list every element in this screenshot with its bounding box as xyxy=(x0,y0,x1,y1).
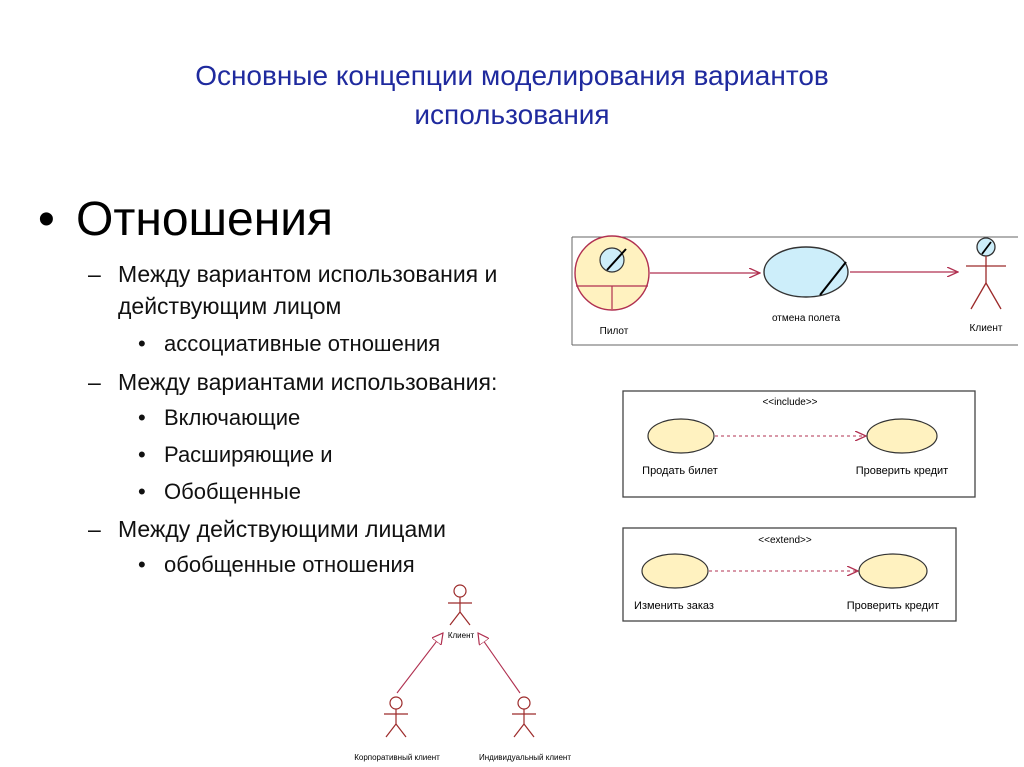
item-1-line-2: действующим лицом xyxy=(118,293,342,319)
sell-ticket-label: Продать билет xyxy=(642,465,718,477)
check-credit-label: Проверить кредит xyxy=(856,465,948,477)
page-title-line-2: использования xyxy=(414,99,610,130)
parent-client-label: Клиент xyxy=(448,631,475,640)
association-diagram: Пилот отмена полета Клиент xyxy=(571,235,1018,346)
bullet-marker: • xyxy=(138,405,146,430)
include-stereotype: <<include>> xyxy=(762,397,817,408)
item-1-sub-1: ассоциативные отношения xyxy=(164,331,441,356)
change-order-label: Изменить заказ xyxy=(634,600,714,612)
generalization-arrow-left xyxy=(396,633,443,694)
dash-marker: – xyxy=(88,516,101,542)
page-title-line-1: Основные концепции моделирования вариант… xyxy=(195,60,829,91)
dash-marker: – xyxy=(88,369,101,395)
item-3-sub-1: обобщенные отношения xyxy=(164,552,415,577)
item-3-text: Между действующими лицами xyxy=(118,516,446,542)
item-2-sub-3: Обобщенные xyxy=(164,479,301,504)
bullet-marker: • xyxy=(138,479,146,504)
generalization-diagram: Клиент Корпоративный клиент Индивидуальн… xyxy=(354,584,571,762)
generalization-arrow-right xyxy=(478,633,521,694)
bullet-marker: • xyxy=(138,442,146,467)
item-2-sub-1: Включающие xyxy=(164,405,301,430)
bullet-marker: • xyxy=(138,552,146,577)
item-2-text: Между вариантами использования: xyxy=(118,369,498,395)
check-credit-usecase xyxy=(866,418,938,454)
extend-stereotype: <<extend>> xyxy=(758,535,812,546)
check-credit-label-2: Проверить кредит xyxy=(847,600,939,612)
corporate-client-actor-icon xyxy=(384,696,408,738)
individual-client-actor-icon xyxy=(512,696,536,738)
client-label: Клиент xyxy=(970,323,1003,334)
item-2-sub-2: Расширяющие и xyxy=(164,442,333,467)
individual-client-label: Индивидуальный клиент xyxy=(479,753,571,762)
heading-bullet: • xyxy=(38,193,55,246)
check-credit-usecase-2 xyxy=(858,553,928,589)
corporate-client-label: Корпоративный клиент xyxy=(354,753,440,762)
usecase-label: отмена полета xyxy=(772,313,841,324)
heading-text: Отношения xyxy=(76,193,334,246)
dash-marker: – xyxy=(88,261,101,287)
change-order-usecase xyxy=(641,553,709,589)
bullet-marker: • xyxy=(138,331,146,356)
pilot-business-actor-icon xyxy=(574,235,650,311)
include-diagram: <<include>> Продать билет Проверить кред… xyxy=(622,390,976,498)
extend-diagram: <<extend>> Изменить заказ Проверить кред… xyxy=(622,527,957,622)
pilot-label: Пилот xyxy=(600,326,629,337)
parent-client-actor-icon xyxy=(448,584,472,626)
client-actor-icon xyxy=(966,237,1006,310)
item-1-line-1: Между вариантом использования и xyxy=(118,261,498,287)
cancel-flight-usecase-icon xyxy=(763,246,849,298)
sell-ticket-usecase xyxy=(647,418,715,454)
